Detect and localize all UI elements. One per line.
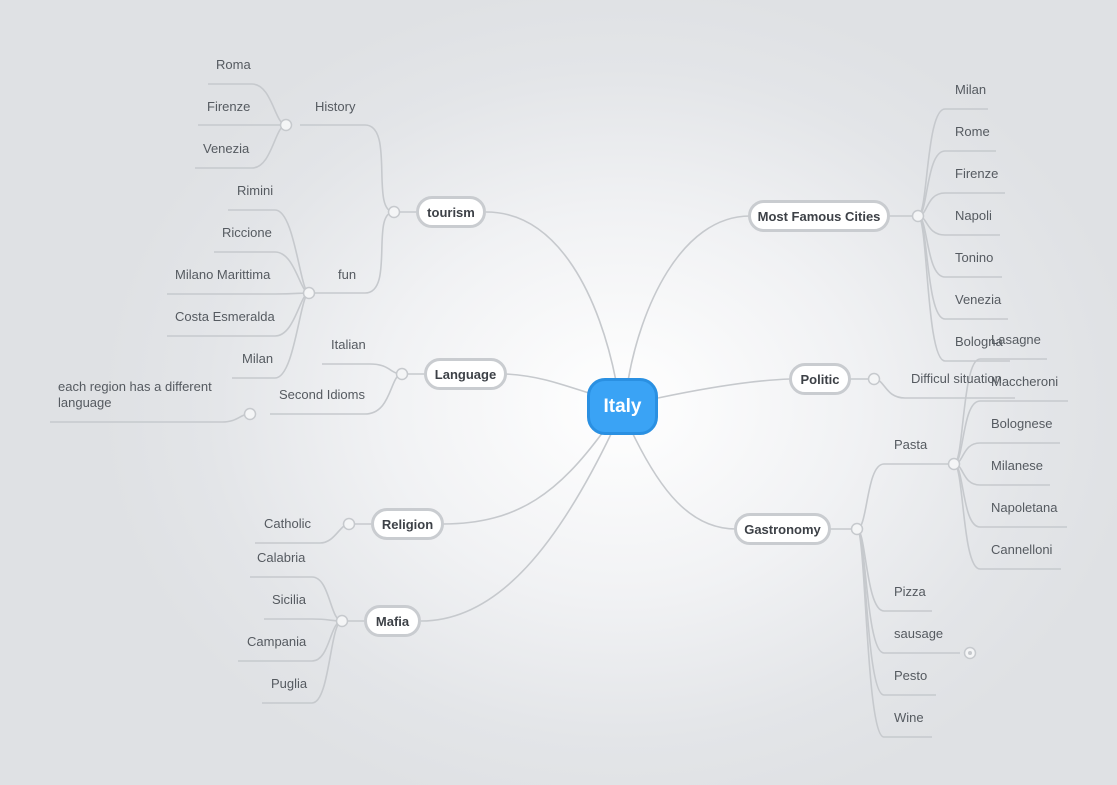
gastronomy-item[interactable]: Wine — [894, 710, 924, 725]
central-topic-italy[interactable]: Italy — [587, 378, 658, 435]
gastronomy-item[interactable]: sausage — [894, 626, 944, 641]
subtopic-second-idioms[interactable]: Second Idioms — [279, 387, 365, 402]
mafia-item[interactable]: Puglia — [271, 676, 308, 691]
collapse-handle-tourism — [387, 205, 401, 219]
pasta-item[interactable]: Cannelloni — [991, 542, 1053, 557]
city-item[interactable]: Napoli — [955, 208, 992, 223]
topic-language[interactable]: Language — [424, 358, 507, 390]
subtopic-history[interactable]: History — [315, 99, 356, 114]
pasta-item[interactable]: Lasagne — [991, 332, 1041, 347]
history-item[interactable]: Roma — [216, 57, 251, 72]
gastronomy-item[interactable]: Pizza — [894, 584, 926, 599]
history-item[interactable]: Firenze — [207, 99, 251, 114]
fun-item[interactable]: Costa Esmeralda — [175, 309, 275, 324]
topic-gastronomy[interactable]: Gastronomy — [734, 513, 831, 545]
collapse-handle-cities — [911, 209, 925, 223]
topic-religion[interactable]: Religion — [371, 508, 444, 540]
topic-most-famous-cities[interactable]: Most Famous Cities — [748, 200, 890, 232]
second-idioms-note[interactable]: each region has a different language — [58, 379, 212, 410]
fun-item[interactable]: Milan — [242, 351, 274, 366]
city-item[interactable]: Bologna — [955, 334, 1003, 349]
topic-tourism[interactable]: tourism — [416, 196, 486, 228]
collapse-handle-mafia — [335, 614, 349, 628]
pasta-item[interactable]: Bolognese — [991, 416, 1053, 431]
collapse-handle-pasta — [947, 457, 961, 471]
subtopic-pasta[interactable]: Pasta — [894, 437, 928, 452]
collapse-handle-language — [395, 367, 409, 381]
fun-item[interactable]: Riccione — [222, 225, 272, 240]
topic-politic[interactable]: Politic — [789, 363, 851, 395]
gastronomy-item[interactable]: Pesto — [894, 668, 928, 683]
connector-tourism — [485, 211, 617, 382]
city-item[interactable]: Milan — [955, 82, 987, 97]
religion-item[interactable]: Catholic — [264, 516, 311, 531]
collapse-handle-sausage-dot — [968, 651, 972, 655]
collapse-handle-politic — [867, 372, 881, 386]
mafia-item[interactable]: Sicilia — [272, 592, 306, 607]
collapse-handle-fun — [302, 286, 316, 300]
fun-item[interactable]: Milano Marittima — [175, 267, 271, 282]
city-item[interactable]: Tonino — [955, 250, 994, 265]
fun-item[interactable]: Rimini — [237, 183, 274, 198]
connector-politic — [657, 378, 791, 399]
mafia-item[interactable]: Campania — [247, 634, 307, 649]
collapse-handle-gastronomy — [850, 522, 864, 536]
pasta-item[interactable]: Maccheroni — [991, 374, 1059, 389]
subtopic-fun[interactable]: fun — [338, 267, 357, 282]
history-item[interactable]: Venezia — [203, 141, 250, 156]
politic-item[interactable]: Difficul situation — [911, 371, 1002, 386]
city-item[interactable]: Firenze — [955, 166, 999, 181]
mafia-item[interactable]: Calabria — [257, 550, 306, 565]
connector-language — [505, 373, 593, 395]
pasta-item[interactable]: Napoletana — [991, 500, 1058, 515]
topic-mafia[interactable]: Mafia — [364, 605, 421, 637]
pasta-item[interactable]: Milanese — [991, 458, 1044, 473]
connector-cities — [627, 215, 751, 382]
connector-gastronomy — [631, 431, 737, 530]
connector-religion — [442, 431, 604, 525]
subtopic-italian[interactable]: Italian — [331, 337, 366, 352]
city-item[interactable]: Venezia — [955, 292, 1002, 307]
connector-mafia — [420, 431, 613, 622]
collapse-handle-religion — [342, 517, 356, 531]
collapse-handle-history — [279, 118, 293, 132]
collapse-handle-second-idioms — [243, 407, 257, 421]
city-item[interactable]: Rome — [955, 124, 990, 139]
